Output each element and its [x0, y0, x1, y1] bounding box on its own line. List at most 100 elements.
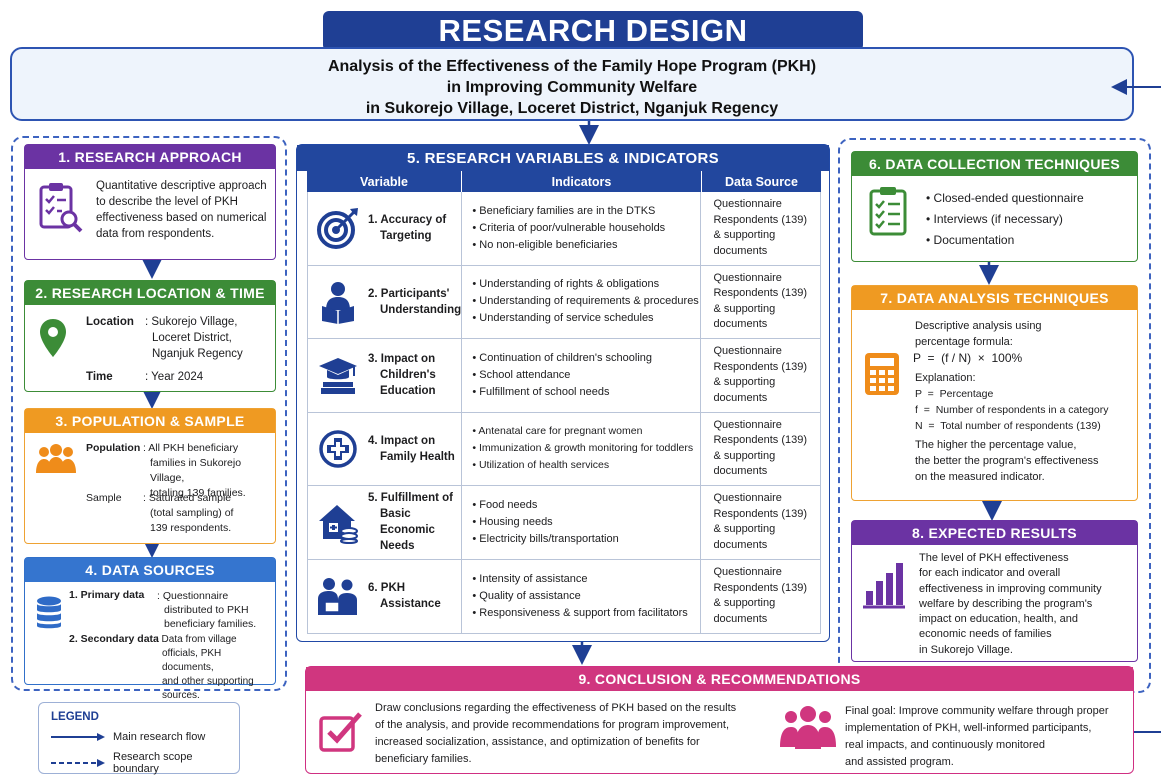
- source-line: Questionnaire: [713, 271, 782, 284]
- indicators-cell: Understanding of rights & obligations Un…: [462, 265, 702, 338]
- indicator-item: Antenatal care for pregnant women: [472, 423, 700, 440]
- source-line: Respondents (139): [713, 434, 807, 447]
- research-location-card: 2. RESEARCH LOCATION & TIME Location : S…: [24, 280, 276, 392]
- analysis-note-3: on the measured indicator.: [915, 471, 1045, 483]
- header-variable: Variable: [307, 171, 462, 192]
- population-value: : All PKH beneficiary families in Sukore…: [143, 441, 275, 501]
- list-item: Closed-ended questionnaire: [926, 188, 1084, 209]
- conclusion-line: of the analysis, and provide recommendat…: [375, 719, 730, 731]
- sample-line-1: : Saturated sample: [143, 492, 232, 504]
- indicator-item: Electricity bills/transportation: [472, 531, 700, 548]
- data-source-cell: Questionnaire Respondents (139) & suppor…: [701, 486, 820, 559]
- location-line-1: : Sukorejo Village,: [145, 316, 238, 328]
- header-indicators: Indicators: [462, 171, 702, 192]
- source-line: Respondents (139): [713, 507, 807, 520]
- table-row: 6. PKH Assistance Intensity of assistanc…: [308, 559, 820, 633]
- final-goal-line: Final goal: Improve community welfare th…: [845, 705, 1109, 717]
- list-item: Interviews (if necessary): [926, 209, 1084, 230]
- legend-main-flow: Main research flow: [51, 731, 227, 743]
- health-cross-icon: [314, 425, 362, 473]
- indicator-item: No non-eligible beneficiaries: [472, 237, 700, 254]
- indicator-item: Housing needs: [472, 514, 700, 531]
- time-value: : Year 2024: [145, 371, 204, 383]
- indicator-item: Food needs: [472, 497, 700, 514]
- house-coins-icon: [314, 498, 362, 546]
- subtitle-line-2: in Improving Community Welfare: [446, 79, 698, 96]
- table-body: 1. Accuracy of Targeting Beneficiary fam…: [307, 192, 821, 634]
- analysis-note-1: The higher the percentage value,: [915, 439, 1077, 451]
- variable-name-line: Targeting: [380, 230, 432, 243]
- indicator-item: Responsiveness & support from facilitato…: [472, 605, 700, 622]
- indicator-item: School attendance: [472, 367, 700, 384]
- expected-results-title: 8. EXPECTED RESULTS: [852, 521, 1137, 545]
- header-data-source: Data Source: [702, 171, 821, 192]
- source-line: Respondents (139): [713, 360, 807, 373]
- expected-line: for each indicator and overall: [919, 567, 1061, 580]
- source-line: & supporting: [713, 376, 776, 389]
- table-row: 4. Impact on Family Health Antenatal car…: [308, 412, 820, 486]
- table-header: Variable Indicators Data Source: [307, 171, 821, 192]
- dashed-arrow-icon: [51, 759, 105, 767]
- variable-name: 4. Impact on Family Health: [362, 433, 455, 465]
- secondary-line-1: : Data from village: [156, 634, 237, 645]
- source-line: Respondents (139): [713, 213, 807, 226]
- data-sources-title: 4. DATA SOURCES: [25, 558, 275, 582]
- source-line: documents: [713, 318, 768, 331]
- conclusion-line: beneficiary families.: [375, 753, 472, 765]
- variable-cell: 1. Accuracy of Targeting: [308, 192, 463, 265]
- variable-name-line: 6. PKH: [368, 582, 406, 595]
- variable-cell: 4. Impact on Family Health: [308, 412, 463, 485]
- indicators-cell: Food needs Housing needs Electricity bil…: [462, 486, 702, 559]
- source-line: documents: [713, 612, 768, 625]
- page-title: RESEARCH DESIGN: [323, 11, 863, 51]
- sample-line-2: (total sampling) of: [150, 507, 234, 519]
- source-line: Questionnaire: [713, 566, 782, 579]
- indicator-item: Utilization of health services: [472, 457, 700, 474]
- subtitle-line-1: Analysis of the Effectiveness of the Fam…: [327, 58, 817, 75]
- variables-table: Variable Indicators Data Source 1. Accur…: [307, 171, 821, 634]
- final-goal-line: implementation of PKH, well-informed par…: [845, 722, 1092, 734]
- expected-line: impact on education, health, and: [919, 613, 1079, 626]
- research-approach-card: 1. RESEARCH APPROACH Quantitative descri…: [24, 144, 276, 260]
- subtitle-line-3: in Sukorejo Village, Loceret District, N…: [365, 100, 779, 117]
- primary-data-label: 1. Primary data: [69, 589, 145, 601]
- population-sample-card: 3. POPULATION & SAMPLE Population : All …: [24, 408, 276, 544]
- expected-line: welfare by describing the program's: [919, 597, 1093, 610]
- indicators-cell: Intensity of assistance Quality of assis…: [462, 559, 702, 633]
- research-approach-text: Quantitative descriptive approach to des…: [96, 180, 267, 240]
- final-goal-line: and assisted program.: [845, 756, 954, 768]
- location-label: Location: [86, 316, 134, 328]
- conclusion-line: increased socialization, assistance, and…: [375, 736, 700, 748]
- expected-results-text: The level of PKH effectiveness for each …: [919, 551, 1102, 658]
- final-goal-line: real impacts, and continuously monitored: [845, 739, 1045, 751]
- table-row: 5. Fulfillment of Basic Economic Needs F…: [308, 486, 820, 560]
- indicator-item: Criteria of poor/vulnerable households: [472, 220, 700, 237]
- variable-cell: 6. PKH Assistance: [308, 559, 463, 633]
- checklist-icon: [868, 186, 908, 241]
- variable-name: 1. Accuracy of Targeting: [362, 212, 446, 244]
- table-row: 1. Accuracy of Targeting Beneficiary fam…: [308, 192, 820, 266]
- source-line: documents: [713, 391, 768, 404]
- primary-line-2: distributed to PKH: [164, 604, 249, 616]
- conclusion-right-text: Final goal: Improve community welfare th…: [845, 703, 1109, 771]
- research-subtitle: Analysis of the Effectiveness of the Fam…: [10, 47, 1134, 121]
- sample-label: Sample: [86, 492, 122, 504]
- legend-title: LEGEND: [51, 711, 99, 723]
- checkbox-icon: [318, 710, 364, 759]
- conclusion-title: 9. CONCLUSION & RECOMMENDATIONS: [306, 667, 1133, 691]
- indicators-cell: Continuation of children's schooling Sch…: [462, 339, 702, 412]
- indicator-item: Continuation of children's schooling: [472, 350, 700, 367]
- variable-name: 2. Participants' Understanding: [362, 286, 461, 318]
- analysis-content: Descriptive analysis using percentage fo…: [913, 318, 1108, 485]
- target-icon: [314, 204, 362, 252]
- variable-name-line: 5. Fulfillment of: [368, 492, 453, 505]
- variables-title: 5. RESEARCH VARIABLES & INDICATORS: [297, 145, 829, 171]
- variable-cell: 5. Fulfillment of Basic Economic Needs: [308, 486, 463, 559]
- variable-name-line: 4. Impact on: [368, 434, 436, 447]
- calculator-icon: [864, 352, 900, 401]
- expected-line: economic needs of families: [919, 628, 1052, 641]
- indicator-item: Understanding of service schedules: [472, 310, 700, 327]
- source-line: Questionnaire: [713, 418, 782, 431]
- variable-name-line: Assistance: [380, 598, 441, 611]
